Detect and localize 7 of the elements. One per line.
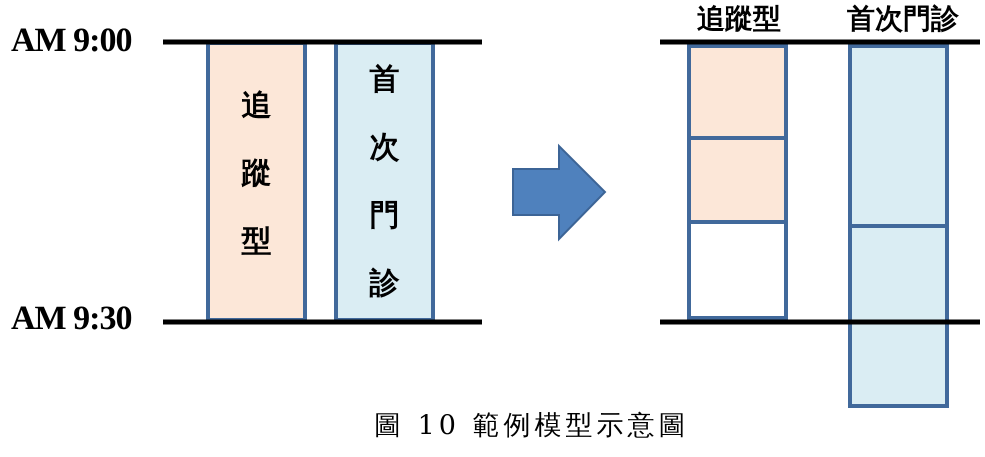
time-label: AM 9:00 [11,24,132,58]
box-label: 首次門診 [368,60,400,302]
column-heading: 追蹤型 [697,1,781,37]
box-label: 追蹤型 [240,86,272,260]
caption: 圖 10 範例模型示意圖 [374,411,690,441]
time-label: AM 9:30 [11,302,132,336]
column-heading: 首次門診 [847,1,959,37]
